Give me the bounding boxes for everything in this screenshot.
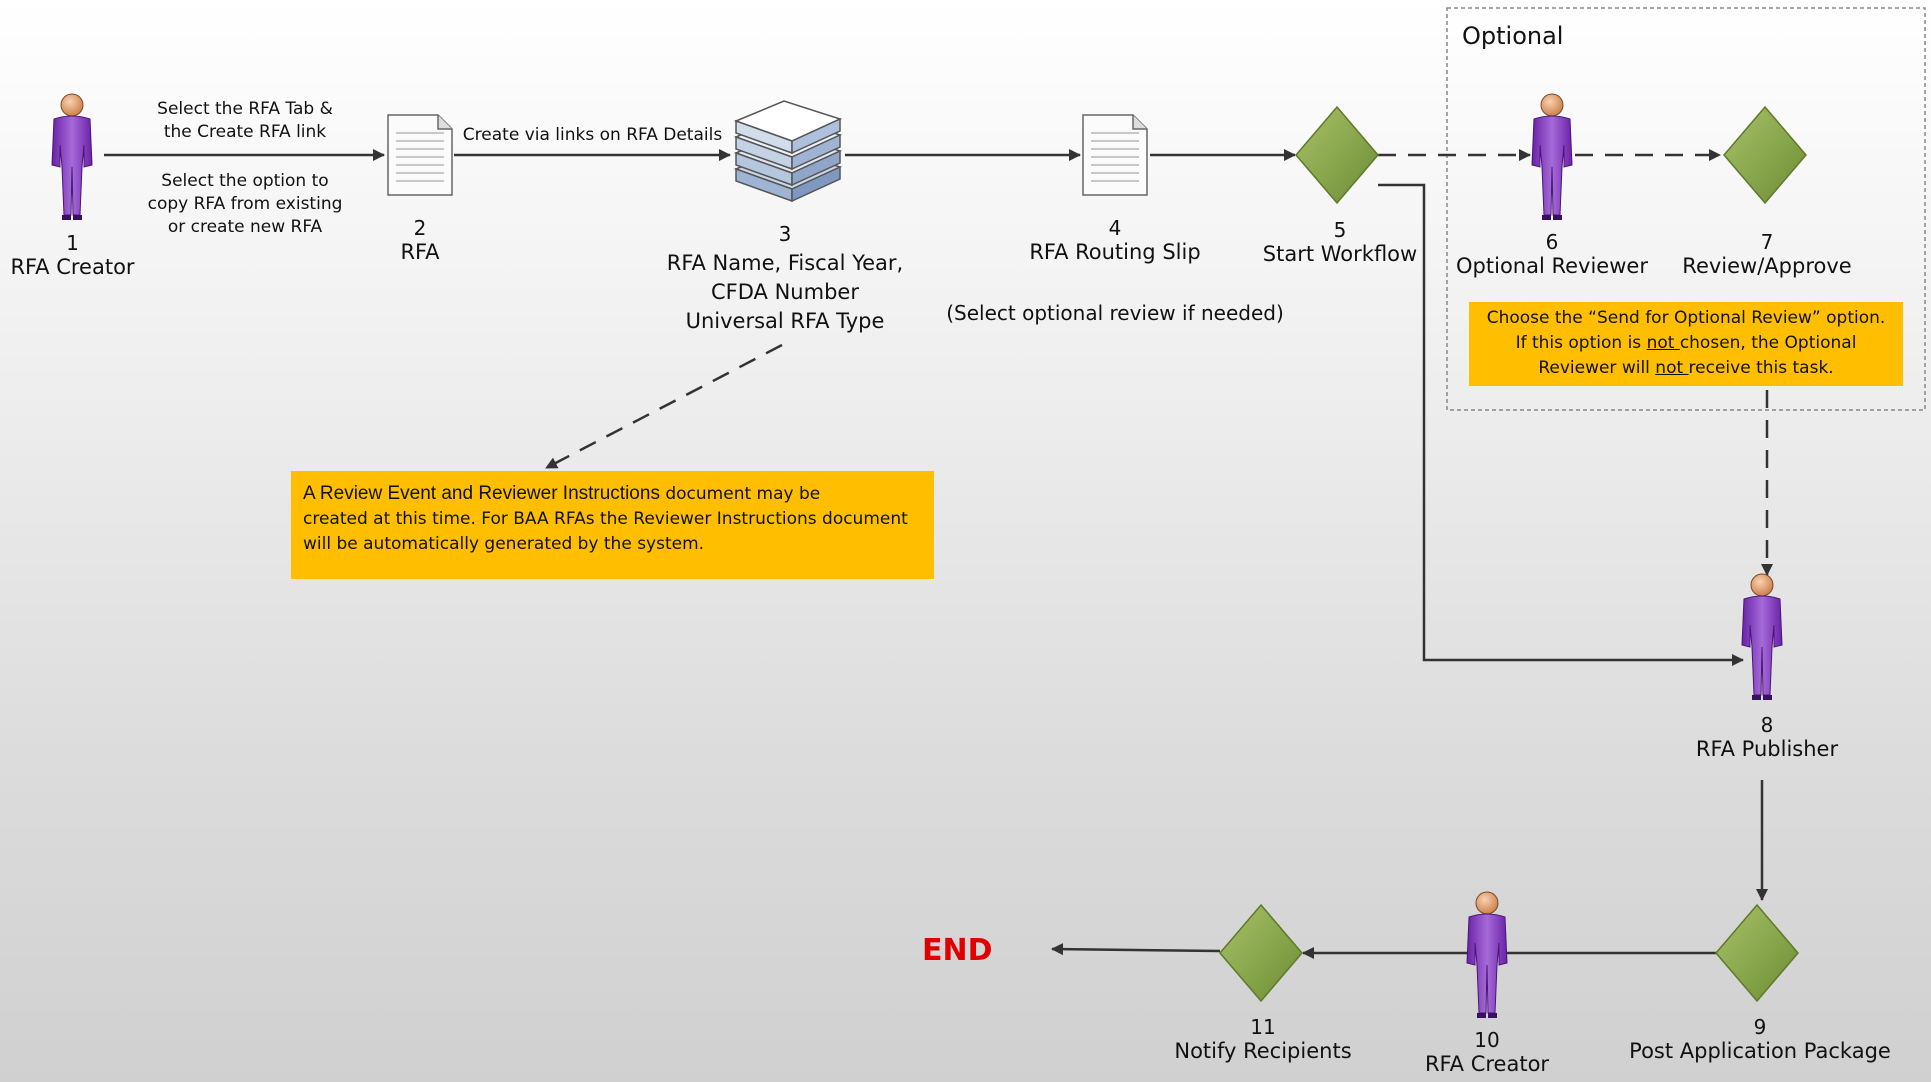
edge-1-top-line1: Select the RFA Tab & [157, 99, 333, 119]
edge-1-top-label: Select the RFA Tab & the Create RFA link [125, 98, 365, 144]
optional-note-line2c: chosen, the Optional [1679, 333, 1857, 353]
routing-slip-document-icon [1082, 114, 1148, 196]
node-10-name: RFA Creator [1424, 1052, 1550, 1076]
node-4-number: 4 [1108, 216, 1122, 240]
notify-recipients-decision-icon [1219, 904, 1303, 1002]
node-7-name: Review/Approve [1682, 254, 1852, 278]
review-approve-decision-icon [1723, 106, 1807, 204]
node-9-label: 9 Post Application Package [1620, 1015, 1900, 1063]
edge-workflow-to-publisher [1378, 183, 1744, 666]
node-11-name: Notify Recipients [1174, 1039, 1352, 1063]
edge-1-bottom-line1: Select the option to [161, 171, 329, 191]
review-note-part1: A Review Event and Reviewer Instructions [303, 483, 660, 504]
edge-1-bottom-line2: copy RFA from existing [147, 194, 343, 214]
node-2-label: 2 RFA [380, 216, 460, 264]
edge-notify-to-end [1051, 943, 1221, 956]
node-6-name: Optional Reviewer [1456, 254, 1648, 278]
node-3-line3: Universal RFA Type [685, 309, 885, 333]
node-6-number: 6 [1545, 230, 1559, 254]
node-3-line2: CFDA Number [711, 280, 859, 304]
end-label: END [922, 933, 993, 968]
node-5-number: 5 [1333, 218, 1347, 242]
node-4-name: RFA Routing Slip [1029, 240, 1201, 264]
node-7-label: 7 Review/Approve [1672, 230, 1862, 278]
document-stack-icon [733, 100, 843, 203]
optional-group-label: Optional [1462, 22, 1564, 50]
select-optional-review-note: (Select optional review if needed) [946, 301, 1284, 325]
optional-note-line3a: Reviewer will [1538, 358, 1656, 378]
post-package-decision-icon [1715, 904, 1799, 1002]
node-2-number: 2 [413, 216, 427, 240]
node-3-number: 3 [778, 222, 792, 246]
node-8-number: 8 [1760, 713, 1774, 737]
optional-note-line1: Choose the “Send for Optional Review” op… [1486, 308, 1886, 328]
optional-note-line3b: not [1655, 358, 1689, 378]
node-5-name: Start Workflow [1262, 242, 1418, 266]
node-6-label: 6 Optional Reviewer [1447, 230, 1657, 278]
review-note-part2: document may be [659, 484, 821, 504]
review-note-line2: created at this time. For BAA RFAs the R… [303, 509, 908, 529]
node-3-label: 3 RFA Name, Fiscal Year, CFDA Number Uni… [660, 220, 910, 336]
node-1-number: 1 [66, 231, 79, 255]
node-3-line1: RFA Name, Fiscal Year, [666, 251, 904, 275]
edge-1-bottom-label: Select the option to copy RFA from exist… [125, 170, 365, 239]
rfa-creator-person-icon [51, 93, 93, 221]
node-8-name: RFA Publisher [1695, 737, 1839, 761]
review-note-line3: will be automatically generated by the s… [303, 534, 705, 554]
node-9-number: 9 [1753, 1015, 1767, 1039]
optional-note-line3c: receive this task. [1688, 358, 1834, 378]
node-5-label: 5 Start Workflow [1255, 218, 1425, 266]
node-7-number: 7 [1760, 230, 1774, 254]
optional-note-line2a: If this option is [1515, 333, 1647, 353]
edge-details-to-review-note [545, 343, 783, 470]
edge-1-bottom-line3: or create new RFA [167, 217, 323, 237]
optional-group-frame [1446, 7, 1926, 411]
node-1-label: 1 RFA Creator [0, 231, 145, 279]
optional-review-note: Choose the “Send for Optional Review” op… [1469, 302, 1903, 386]
node-9-name: Post Application Package [1629, 1039, 1891, 1063]
review-instructions-note: A Review Event and Reviewer Instructions… [291, 471, 934, 579]
optional-note-line2b: not [1646, 333, 1680, 353]
node-10-label: 10 RFA Creator [1407, 1028, 1567, 1076]
node-2-name: RFA [400, 240, 440, 264]
edge-2-label: Create via links on RFA Details [462, 125, 723, 145]
edge-1-top-line2: the Create RFA link [163, 122, 327, 142]
rfa-publisher-person-icon [1741, 573, 1783, 701]
rfa-document-icon [387, 114, 453, 196]
node-8-label: 8 RFA Publisher [1672, 713, 1862, 761]
rfa-creator-2-person-icon [1466, 891, 1508, 1019]
node-11-label: 11 Notify Recipients [1163, 1015, 1363, 1063]
node-10-number: 10 [1474, 1028, 1500, 1052]
start-workflow-decision-icon [1295, 106, 1379, 204]
node-1-name: RFA Creator [10, 255, 135, 279]
optional-reviewer-person-icon [1531, 93, 1573, 221]
node-4-label: 4 RFA Routing Slip [1005, 216, 1225, 264]
node-11-number: 11 [1250, 1015, 1276, 1039]
